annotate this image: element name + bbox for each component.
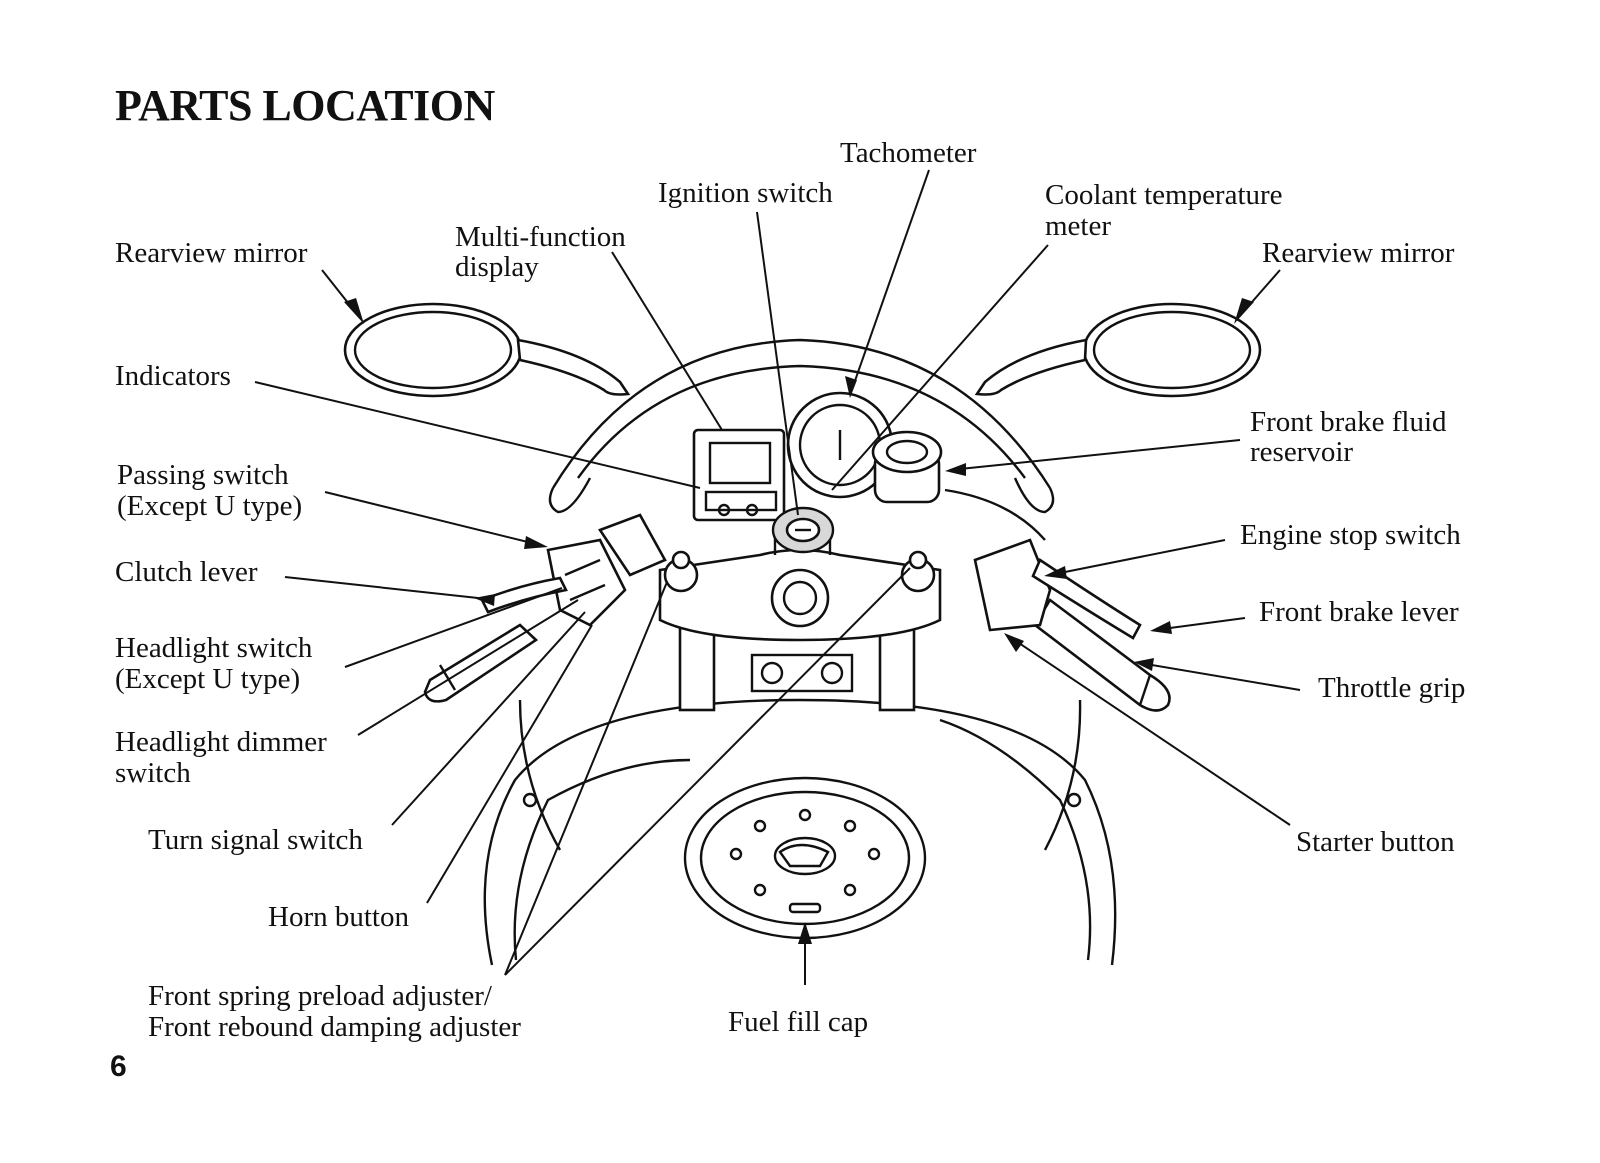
instrument-cluster: [692, 391, 894, 554]
label-front-brake-fluid-line2: reservoir: [1250, 436, 1354, 468]
label-front-brake-lever: Front brake lever: [1259, 596, 1459, 628]
fuel-cap-shape: [683, 776, 927, 940]
rearview-mirror-left-shape: [343, 302, 631, 398]
label-ignition-switch: Ignition switch: [658, 177, 833, 209]
rearview-mirror-right-shape: [974, 302, 1262, 398]
right-handlebar: [944, 488, 1171, 712]
fuel-tank: [483, 698, 1117, 966]
fairing: [548, 338, 1055, 514]
label-coolant-temperature-line1: Coolant temperature: [1045, 179, 1283, 211]
label-headlight-dimmer-line1: Headlight dimmer: [115, 726, 327, 758]
brake-reservoir-shape: [871, 430, 943, 504]
label-indicators: Indicators: [115, 360, 231, 392]
label-rearview-mirror-left: Rearview mirror: [115, 237, 308, 269]
label-engine-stop-switch: Engine stop switch: [1240, 519, 1461, 551]
label-headlight-dimmer-line2: switch: [115, 757, 191, 789]
arrowheads: [344, 298, 1254, 944]
label-horn-button: Horn button: [268, 901, 409, 933]
label-multi-function-display-line1: Multi-function: [455, 221, 626, 253]
label-starter-button: Starter button: [1296, 826, 1455, 858]
label-multi-function-display-line2: display: [455, 251, 539, 283]
label-passing-switch-line1: Passing switch: [117, 459, 289, 491]
label-headlight-switch-line2: (Except U type): [115, 663, 301, 695]
label-front-brake-fluid-line1: Front brake fluid: [1250, 406, 1447, 438]
page-number: 6: [110, 1050, 127, 1083]
label-coolant-temperature-line2: meter: [1045, 210, 1112, 242]
label-passing-switch-line2: (Except U type): [117, 490, 303, 522]
label-turn-signal-switch: Turn signal switch: [148, 824, 363, 856]
label-tachometer: Tachometer: [840, 137, 977, 169]
label-rearview-mirror-right: Rearview mirror: [1262, 237, 1455, 269]
left-handlebar: [423, 513, 667, 703]
label-headlight-switch-line1: Headlight switch: [115, 632, 313, 664]
label-throttle-grip: Throttle grip: [1318, 672, 1466, 704]
fork-and-top-bridge: [658, 530, 942, 712]
page-title: PARTS LOCATION: [115, 81, 495, 130]
leader-lines: [254, 169, 1301, 985]
label-clutch-lever: Clutch lever: [115, 556, 258, 588]
label-fuel-fill-cap: Fuel fill cap: [728, 1006, 869, 1038]
label-front-spring-preload-line2: Front rebound damping adjuster: [148, 1011, 521, 1043]
label-front-spring-preload-line1: Front spring preload adjuster/: [148, 980, 492, 1012]
